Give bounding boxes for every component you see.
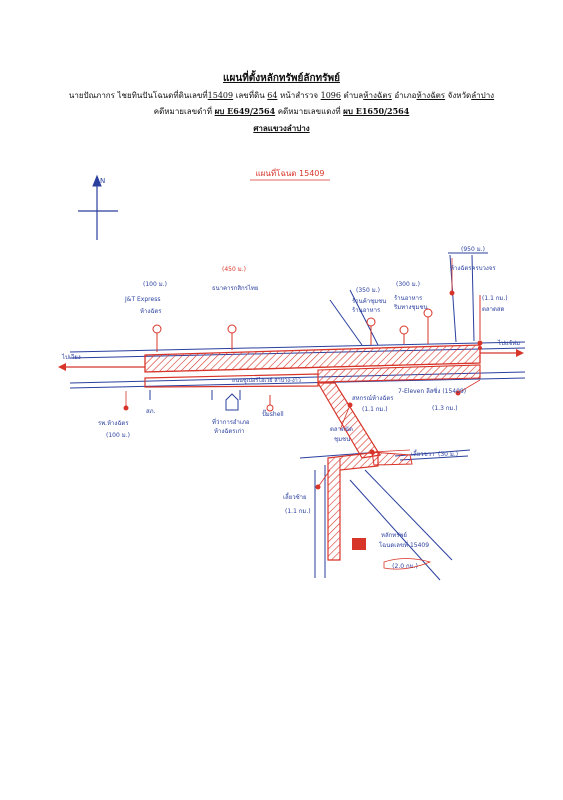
school-distance: (350 ม.) <box>356 287 380 294</box>
far-label: ห้างฉัตรครบวงจร <box>450 265 496 272</box>
tambon-label: ตำบล <box>343 91 364 100</box>
shell-label: ปั๊มshell <box>262 409 284 418</box>
road-right-label: ไปแจ้ห่ม <box>497 339 520 347</box>
survey-number: 1096 <box>320 91 341 100</box>
market-label-2: ชุมชน <box>334 436 350 443</box>
amphoe-label: อำเภอ <box>394 91 417 100</box>
owner-prefix: นายปัณภากร ไชยทินปันโฉนดที่ดินเลขที่ <box>68 91 208 100</box>
right-distance: (1.1 กม.) <box>482 295 508 302</box>
red-case-label: คดีหมายเลขแดงที่ <box>277 107 341 116</box>
land-number: 64 <box>267 91 278 100</box>
court-name: ศาลแขวงลำปาง <box>253 123 310 133</box>
hospital-label: รพ.ห้างฉัตร <box>98 420 129 427</box>
frontage-road-right <box>317 364 481 383</box>
kasikorn-label: ธนาคารกสิกรไทย <box>212 284 258 292</box>
kasikorn-distance: (450 ม.) <box>222 266 246 273</box>
leader-lines <box>125 258 481 488</box>
school-label-2: ร้านอาหาร <box>352 307 381 314</box>
seven-eleven-distance: (1.3 กม.) <box>432 405 458 412</box>
school-label: ร้านค้าชุมชน <box>352 298 386 305</box>
district-office-label: ที่ว่าการอำเภอ <box>212 418 250 426</box>
deed-number: 15409 <box>207 91 234 100</box>
market-label: ตลาดนัด <box>330 426 353 433</box>
frontage-road <box>144 373 319 388</box>
arrow-left-icon <box>58 363 145 371</box>
turn-left-distance: (1.1 กม.) <box>285 508 311 515</box>
jt-express-label: J&T Express <box>124 296 160 303</box>
shop-b-label: ร้านอาหาร <box>394 295 423 302</box>
amphoe-value: ห้างฉัตร <box>416 91 446 100</box>
police-label: สภ. <box>146 408 156 415</box>
turn-right-label: เลี้ยวขวา <box>411 448 434 458</box>
arrow-right-icon <box>480 349 524 357</box>
black-case-label: คดีหมายเลขดำที่ <box>153 107 213 116</box>
road-name-label: ถนนซูเปอร์ไฮเวย์ ลำปาง-งาว <box>232 377 301 384</box>
jt-distance: (100 ม.) <box>143 281 167 288</box>
seven-eleven-label: 7-Eleven ลีสซิ่ง (15409) <box>398 387 466 395</box>
road-left-label: ไปเวียง <box>61 353 81 361</box>
bank-distance: (1.1 กม.) <box>362 406 388 413</box>
document-title: แผนที่ตั้งหลักทรัพย์ลักทรัพย์ <box>223 73 340 84</box>
main-road-centerline <box>144 362 481 373</box>
lot-distance: (2.0 กม.) <box>392 563 418 570</box>
jt-sub-label: ห้างฉัตร <box>140 308 162 315</box>
right-label: ตลาดสด <box>482 306 505 313</box>
landmark-pins <box>152 295 481 412</box>
property-lot-marker <box>352 538 366 550</box>
police-station-icon <box>225 393 239 411</box>
turn-left-label: เลี้ยวซ้าย <box>283 491 307 501</box>
province-value: ลำปาง <box>471 91 495 100</box>
province-label: จังหวัด <box>447 91 472 100</box>
black-case-number: ผบ E649/2564 <box>214 106 276 116</box>
north-label: N <box>100 177 105 185</box>
lot-label-2: โฉนดเลขที่ 15409 <box>379 541 429 549</box>
hospital-distance: (100 ม.) <box>106 432 130 439</box>
north-arrow-icon <box>78 174 118 240</box>
case-info-line: คดีหมายเลขดำที่ ผบ E649/2564 คดีหมายเลขแ… <box>0 106 563 117</box>
lot-label: หลักทรัพย์ <box>381 531 407 539</box>
turn-right-distance: (30 ม.) <box>438 451 458 458</box>
red-case-number: ผบ E1650/2564 <box>343 106 410 116</box>
map-title: แผนที่โฉนด 15409 <box>256 167 325 178</box>
lot-distance-oval <box>383 558 432 570</box>
land-no-label: เลขที่ดิน <box>235 91 265 100</box>
deed-info-line: นายปัณภากร ไชยทินปันโฉนดที่ดินเลขที่1540… <box>0 90 563 101</box>
shop-b-distance: (300 ม.) <box>396 281 420 288</box>
bank-label: สหกรณ์ห้างฉัตร <box>352 394 394 402</box>
side-roads <box>149 252 488 581</box>
far-distance: (950 ม.) <box>461 246 485 253</box>
district-office-label-2: ห้างฉัตรเก่า <box>214 428 245 435</box>
access-lane-right <box>371 451 413 466</box>
survey-label: หน้าสำรวจ <box>279 91 319 100</box>
tambon-value: ห้างฉัตร <box>363 91 392 100</box>
shop-b-label-2: ริมทางชุมชน <box>393 304 427 311</box>
